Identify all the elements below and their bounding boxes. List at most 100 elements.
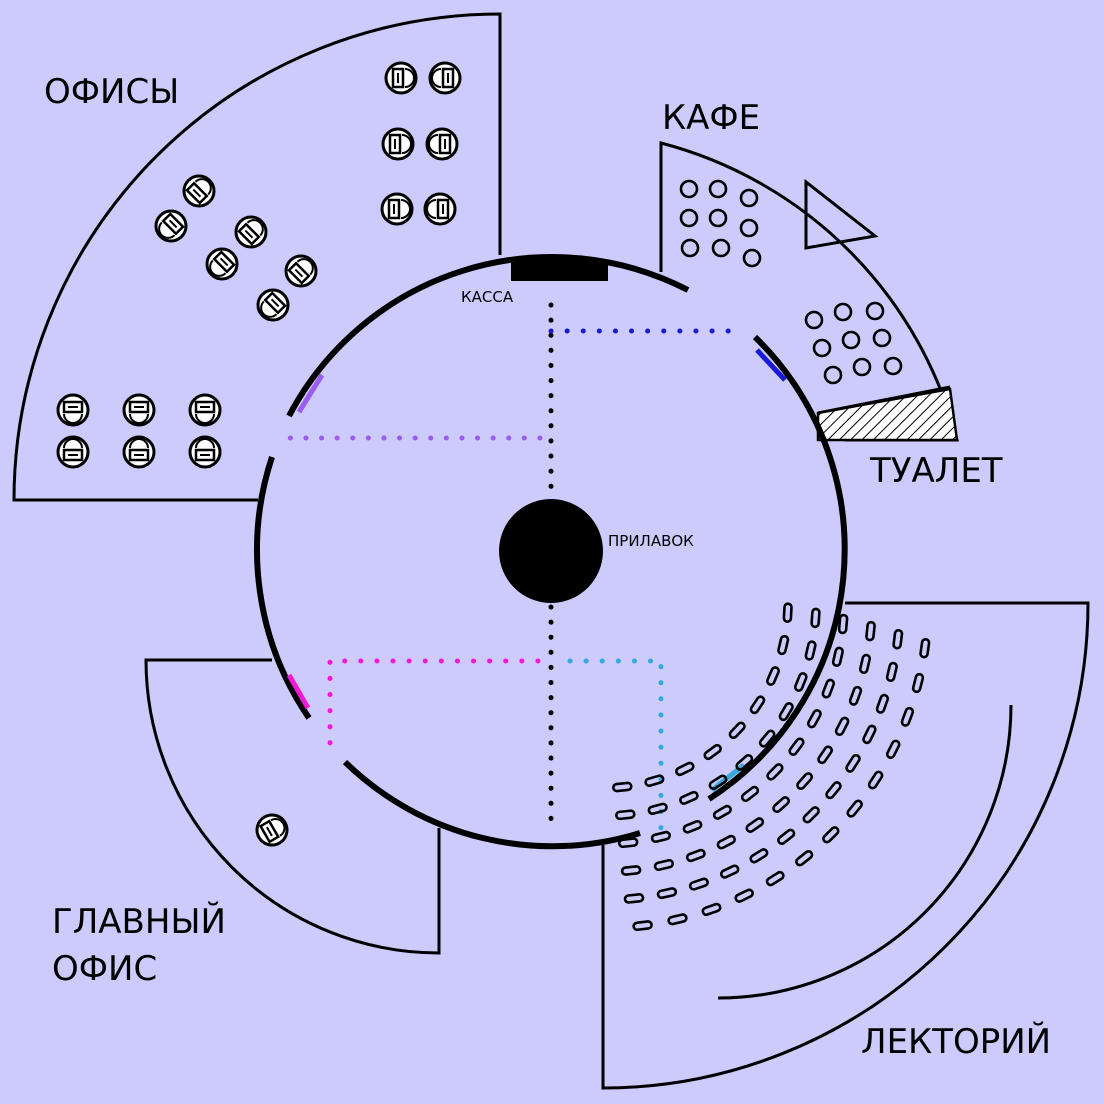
lecture-seat-icon <box>817 745 834 765</box>
lecture-seat-icon <box>806 709 822 729</box>
cafe-table-icon <box>833 302 853 322</box>
lecture-seat-icon <box>644 774 665 788</box>
office-desk-icon <box>250 282 296 328</box>
lecture-seat-icon <box>793 672 808 692</box>
cafe-label: КАФЕ <box>662 98 760 138</box>
cafe-tables <box>679 179 903 385</box>
lecture-seat-icon <box>862 724 877 745</box>
office-desk-icon <box>199 241 245 287</box>
hall-wall-top-left <box>286 254 690 418</box>
lecture-seat-icon <box>712 804 732 820</box>
lecture-seat-icon <box>615 809 636 821</box>
lecture-seat-icon <box>810 607 821 629</box>
office-desk-icon <box>56 393 90 427</box>
lecture-seat-icon <box>647 802 668 816</box>
lecture-seat-icon <box>650 830 672 844</box>
office-desk-icon <box>425 127 459 161</box>
lecture-seat-icon <box>703 743 722 761</box>
cafe-table-icon <box>812 338 832 358</box>
lecture-seat-icon <box>758 729 776 748</box>
office-desk-icon <box>176 168 222 214</box>
lecture-seat-icon <box>782 602 793 623</box>
cafe-table-icon <box>841 330 861 350</box>
lecture-seat-icon <box>708 774 728 791</box>
cafe-table-icon <box>680 238 700 258</box>
cafe-table-icon <box>883 356 903 376</box>
lecture-seat-icon <box>716 834 736 850</box>
lecture-seat-icon <box>734 888 754 903</box>
main-office-outline <box>144 658 441 955</box>
lecture-seat-icon <box>745 817 765 834</box>
main-office-route <box>327 658 541 758</box>
lecture-seat-icon <box>685 848 706 863</box>
lecture-seat-icon <box>875 693 890 714</box>
office-desk-icon <box>380 192 414 226</box>
lecture-seat-icon <box>777 828 796 845</box>
lecture-seat-icon <box>749 848 769 864</box>
cafe-table-icon <box>742 248 762 268</box>
lecture-seat-icon <box>766 763 784 781</box>
lecture-seat-icon <box>822 826 840 844</box>
cafe-table-icon <box>708 179 728 199</box>
counter <box>499 499 603 603</box>
lecture-seat-icon <box>885 739 901 760</box>
lecture-seat-icon <box>919 637 931 659</box>
cafe-table-icon <box>872 328 892 348</box>
lecture-seat-icon <box>772 796 791 814</box>
lecture-seat-icon <box>719 864 740 879</box>
lecture-seats <box>612 602 931 932</box>
offices-door <box>296 373 325 414</box>
lecture-seat-icon <box>892 628 904 650</box>
offices-room-outline <box>12 12 502 502</box>
cafe-door <box>755 348 787 382</box>
lecture-seat-icon <box>617 837 639 849</box>
lecture-seat-icon <box>846 799 863 818</box>
office-desk-icon <box>188 435 222 469</box>
cafe-table-icon <box>865 301 885 321</box>
office-desk-icon <box>228 209 274 255</box>
hall-wall-left <box>254 456 312 720</box>
lecture-seat-icon <box>900 706 915 727</box>
lecture-seat-icon <box>632 920 653 932</box>
lecture-hall-label: ЛЕКТОРИЙ <box>861 1021 1051 1062</box>
lecture-seat-icon <box>612 781 633 793</box>
lecture-seat-icon <box>701 902 722 917</box>
lecture-seat-icon <box>911 672 925 694</box>
lecture-seat-icon <box>765 870 785 887</box>
office-desks <box>56 61 462 469</box>
lecture-seat-icon <box>795 849 814 867</box>
office-desk-icon <box>423 192 457 226</box>
main-office-desk <box>250 808 294 852</box>
lecture-seat-icon <box>682 819 703 834</box>
cafe-table-icon <box>852 357 872 377</box>
lecture-seat-icon <box>831 646 844 667</box>
lecture-seat-icon <box>623 893 645 904</box>
cafe-table-icon <box>804 310 824 330</box>
hall-wall-bottom <box>342 759 641 850</box>
cafe-table-icon <box>679 179 699 199</box>
cafe-table-icon <box>739 188 759 208</box>
lecture-seat-icon <box>837 613 849 635</box>
lecture-seat-icon <box>688 877 709 891</box>
lecture-seat-icon <box>667 913 688 926</box>
lecture-seat-icon <box>848 685 863 706</box>
office-desk-icon <box>122 435 156 469</box>
lecture-seat-icon <box>788 737 805 756</box>
office-desk-icon <box>384 61 418 95</box>
lecture-seat-icon <box>834 716 850 736</box>
office-desk-icon <box>188 393 222 427</box>
office-desk-icon <box>56 435 90 469</box>
cafe-table-icon <box>739 218 759 238</box>
lecture-seat-icon <box>858 653 872 675</box>
lecture-seat-icon <box>777 634 790 656</box>
lecture-seat-icon <box>740 785 760 803</box>
lecture-seat-icon <box>728 721 746 740</box>
lecture-seat-icon <box>679 790 699 805</box>
hall-wall-right <box>707 334 848 802</box>
lecture-seat-icon <box>845 753 861 773</box>
main-office-door <box>286 673 311 710</box>
lecture-seat-icon <box>735 753 754 771</box>
cashier-label: КАССА <box>461 288 514 306</box>
lecture-seat-icon <box>825 781 842 800</box>
lecture-route <box>567 658 664 831</box>
